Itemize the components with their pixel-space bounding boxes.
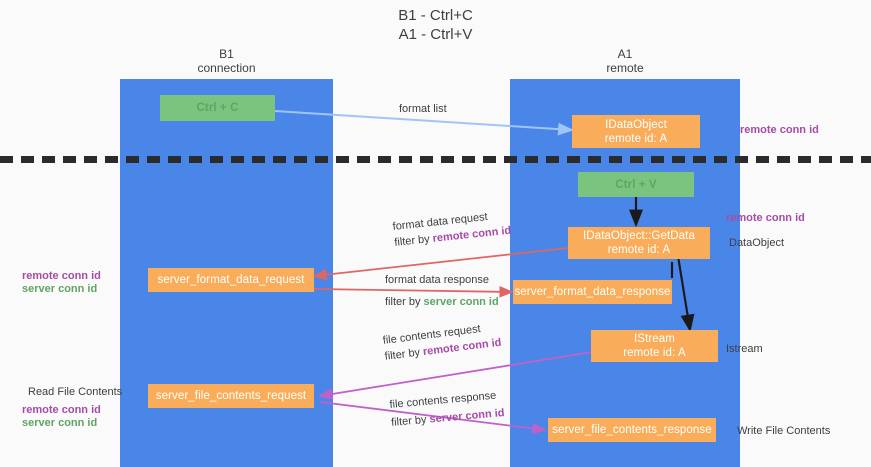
node-idataobject[interactable]: IDataObject remote id: A [572, 115, 700, 148]
annotation-left-remote-conn-id: remote conn id [22, 270, 101, 282]
filter-prefix: filter by [385, 296, 424, 308]
edge-label-format-data-request-group: format data request filter by remote con… [392, 208, 512, 250]
node-server-format-data-request-label: server_format_data_request [157, 274, 305, 286]
node-idataobject-label: IDataObject [605, 118, 667, 131]
node-istream-label: IStream [634, 333, 675, 345]
node-getdata-label: IDataObject::GetData [583, 230, 695, 242]
annotation-remote-conn-id-top: remote conn id [740, 124, 819, 136]
diagram-title: B1 - Ctrl+C A1 - Ctrl+V [398, 7, 473, 43]
edge-label-file-contents-response-group: file contents response filter by server … [389, 388, 505, 430]
annotation-istream: Istream [726, 343, 763, 355]
node-server-format-data-response[interactable]: server_format_data_response [513, 280, 672, 304]
edge-label-format-data-response: format data response [385, 274, 489, 286]
node-ctrl-v[interactable]: Ctrl + V [578, 172, 694, 197]
filter-prefix: filter by [390, 413, 431, 429]
node-server-file-contents-request[interactable]: server_file_contents_request [148, 384, 314, 408]
annotation-write-file-contents: Write File Contents [737, 425, 831, 437]
edge-label-format-data-response-filter: filter by server conn id [385, 295, 499, 309]
filter-prefix: filter by [384, 346, 424, 363]
node-server-format-data-request[interactable]: server_format_data_request [148, 268, 314, 292]
annotation-left-server-conn-id-2: server conn id [22, 417, 98, 429]
node-server-file-contents-response[interactable]: server_file_contents_response [548, 418, 716, 442]
node-istream-sub: remote id: A [623, 347, 686, 359]
annotation-read-file-contents: Read File Contents [28, 386, 123, 398]
node-server-format-data-response-label: server_format_data_response [514, 286, 671, 298]
filter-key-server-conn-id: server conn id [429, 407, 505, 426]
filter-key-server-conn-id: server conn id [423, 296, 499, 308]
node-server-file-contents-request-label: server_file_contents_request [155, 390, 307, 402]
annotation-left-server-conn-id: server conn id [22, 283, 98, 295]
annotation-dataobject: DataObject [729, 237, 785, 249]
node-ctrl-c-label: Ctrl + C [196, 102, 239, 114]
annotation-left-remote-conn-id-2: remote conn id [22, 404, 101, 416]
node-ctrl-v-label: Ctrl + V [615, 178, 657, 191]
filter-prefix: filter by [393, 232, 434, 249]
node-istream[interactable]: IStream remote id: A [591, 330, 718, 362]
node-idataobject-sub: remote id: A [604, 132, 668, 145]
annotation-remote-conn-id-mid: remote conn id [726, 212, 805, 224]
edge-label-file-contents-request-group: file contents request filter by remote c… [382, 320, 502, 364]
column-header-b1: B1 connection [197, 47, 256, 75]
node-getdata[interactable]: IDataObject::GetData remote id: A [568, 227, 710, 259]
edge-label-format-data-response-group: format data response filter by server co… [385, 273, 499, 309]
node-server-file-contents-response-label: server_file_contents_response [552, 424, 712, 436]
edge-label-format-list: format list [399, 103, 447, 115]
node-ctrl-c[interactable]: Ctrl + C [160, 95, 275, 121]
section-divider [0, 156, 871, 163]
node-getdata-sub: remote id: A [607, 244, 671, 256]
column-header-a1: A1 remote [606, 47, 644, 75]
